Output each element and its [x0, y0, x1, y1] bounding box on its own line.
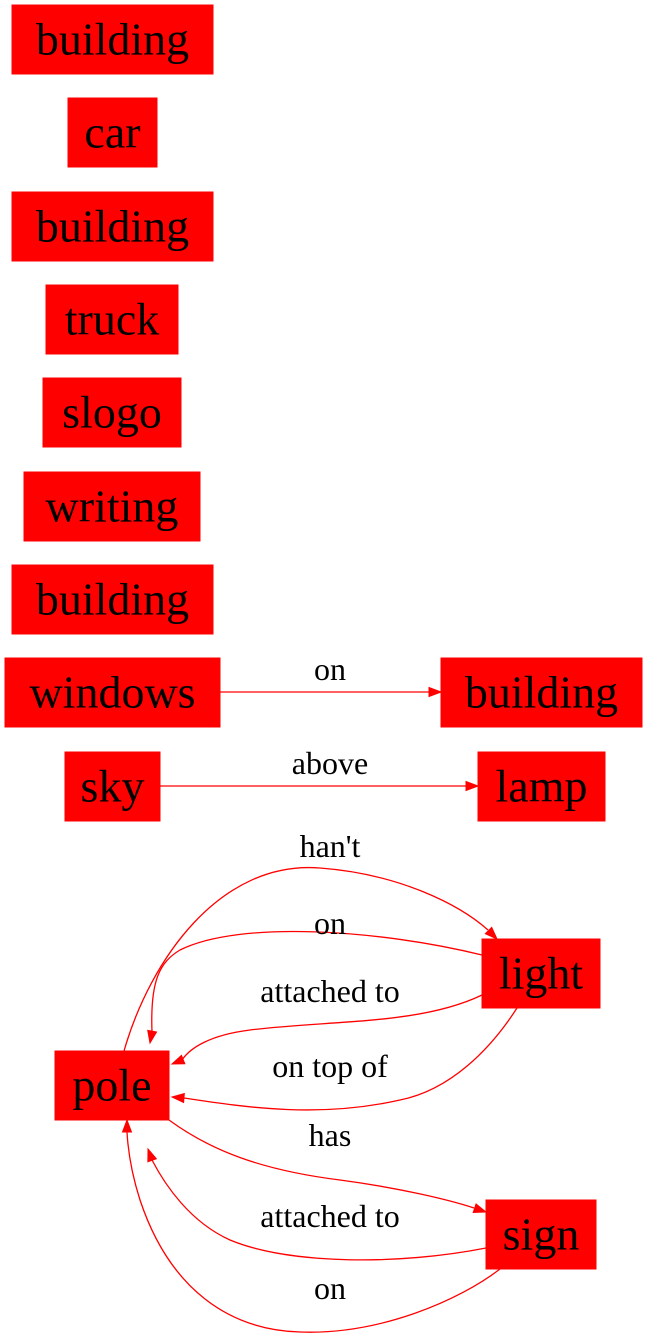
node-building: building	[440, 657, 643, 728]
edge-arrowhead	[121, 1118, 133, 1133]
node-lamp: lamp	[477, 751, 606, 822]
node-truck: truck	[45, 284, 179, 355]
node-building: building	[11, 191, 214, 262]
edge-arrowhead	[465, 780, 480, 792]
node-label: truck	[65, 294, 160, 345]
node-box	[64, 751, 161, 822]
node-box	[477, 751, 606, 822]
edge-arrowhead	[170, 1054, 186, 1065]
node-light: light	[481, 938, 601, 1009]
edge: has	[168, 1117, 488, 1214]
node-building: building	[11, 4, 214, 75]
edge-label: attached to	[260, 973, 399, 1009]
edge-arrowhead	[428, 686, 443, 698]
edge-arrowhead	[484, 926, 499, 941]
edge: on	[147, 905, 483, 1045]
edge-arrowhead	[472, 1203, 488, 1214]
edge-label: han't	[300, 828, 361, 864]
node-box	[481, 938, 601, 1009]
node-box	[67, 97, 158, 168]
node-sign: sign	[485, 1199, 597, 1270]
node-windows: windows	[4, 657, 221, 728]
node-box	[11, 4, 214, 75]
node-box	[45, 284, 179, 355]
edge: han't	[123, 828, 499, 1052]
edge-label: on	[314, 1270, 346, 1306]
edge-line	[126, 1131, 501, 1333]
node-label: building	[36, 574, 189, 625]
edge-line	[181, 994, 483, 1061]
node-label: building	[36, 201, 189, 252]
edge-label: on top of	[272, 1048, 388, 1084]
node-label: building	[36, 14, 189, 65]
edge-line	[168, 1119, 475, 1209]
edge-line	[183, 1007, 518, 1111]
edge: above	[160, 745, 480, 792]
node-box	[23, 471, 201, 542]
edge-line	[151, 1159, 487, 1261]
node-writing: writing	[23, 471, 201, 542]
edge: attached to	[147, 1147, 487, 1261]
edge-label: above	[292, 745, 368, 781]
node-pole: pole	[54, 1050, 170, 1121]
edge-arrowhead	[170, 1092, 185, 1104]
node-car: car	[67, 97, 158, 168]
edge-arrowhead	[147, 1029, 158, 1045]
node-sky: sky	[64, 751, 161, 822]
node-slogo: slogo	[42, 377, 182, 448]
node-label: writing	[46, 481, 179, 532]
edge-label: on	[314, 905, 346, 941]
edge-line	[151, 930, 483, 1033]
node-label: pole	[72, 1060, 151, 1111]
node-box	[11, 564, 214, 635]
edge-label: has	[309, 1117, 352, 1153]
edge-label: attached to	[260, 1198, 399, 1234]
node-label: light	[499, 948, 584, 999]
node-box	[42, 377, 182, 448]
edge: on	[220, 651, 443, 698]
node-building: building	[11, 564, 214, 635]
node-label: sky	[81, 761, 145, 812]
node-label: building	[465, 667, 618, 718]
edge-arrowhead	[147, 1147, 158, 1163]
node-label: windows	[29, 667, 195, 718]
edges-layer: on above han't on attached to on top of has att…	[121, 651, 518, 1333]
edge: on	[121, 1118, 501, 1333]
edge: attached to	[170, 973, 483, 1065]
edge-label: on	[314, 651, 346, 687]
nodes-layer: building car building truck slogo writing buil…	[4, 4, 643, 1270]
edge-line	[123, 866, 489, 1052]
node-box	[440, 657, 643, 728]
edge: on top of	[170, 1007, 518, 1111]
node-box	[54, 1050, 170, 1121]
node-box	[4, 657, 221, 728]
node-label: car	[84, 107, 140, 158]
node-box	[485, 1199, 597, 1270]
node-box	[11, 191, 214, 262]
node-label: lamp	[496, 761, 588, 812]
node-label: slogo	[62, 387, 162, 438]
node-label: sign	[503, 1209, 580, 1260]
